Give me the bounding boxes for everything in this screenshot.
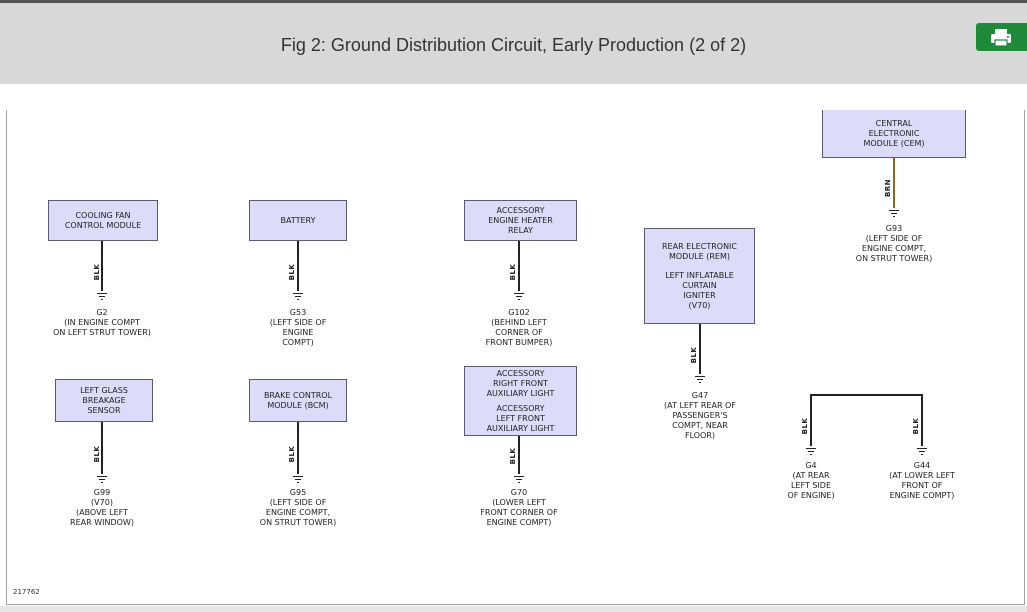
ground-label: G99(V70) (ABOVE LEFT REAR WINDOW) <box>37 488 167 528</box>
cooling-fan-module-box: COOLING FAN CONTROL MODULE <box>48 200 158 241</box>
ground-label: G2(IN ENGINE COMPT ON LEFT STRUT TOWER) <box>37 308 167 338</box>
wire-color-label: BLK <box>509 447 517 465</box>
ground-symbol-icon <box>292 293 304 301</box>
component-label: ACCESSORY RIGHT FRONT AUXILIARY LIGHT <box>486 368 555 398</box>
wire-color-label: BLK <box>509 263 517 281</box>
ground-location: (V70) (ABOVE LEFT REAR WINDOW) <box>70 498 134 527</box>
ground-label: G4(AT REAR LEFT SIDE OF ENGINE) <box>746 461 876 501</box>
ground-location: (IN ENGINE COMPT ON LEFT STRUT TOWER) <box>53 318 151 337</box>
ground-label: G44(AT LOWER LEFT FRONT OF ENGINE COMPT) <box>857 461 987 501</box>
component-label: REAR ELECTRONIC MODULE (REM) <box>661 241 737 261</box>
wire-color-label: BLK <box>93 445 101 463</box>
wire-color-label: BLK <box>801 417 809 435</box>
diagram-frame <box>6 110 1025 605</box>
cem-box: CENTRAL ELECTRONIC MODULE (CEM) <box>822 110 966 158</box>
ground-symbol-icon <box>513 476 525 484</box>
ground-label: G93(LEFT SIDE OF ENGINE COMPT, ON STRUT … <box>829 224 959 264</box>
splice-wire <box>810 394 923 396</box>
ground-id: G93 <box>885 224 903 233</box>
wire-color-label: BLK <box>288 445 296 463</box>
bottom-edge <box>0 606 1027 612</box>
wire-color-label: BRN <box>884 178 892 198</box>
component-label: ACCESSORY ENGINE HEATER RELAY <box>488 205 553 235</box>
ground-location: (LEFT SIDE OF ENGINE COMPT) <box>269 318 327 347</box>
header-bar: Fig 2: Ground Distribution Circuit, Earl… <box>0 0 1027 84</box>
component-sub-label: ACCESSORY LEFT FRONT AUXILIARY LIGHT <box>486 403 555 433</box>
ground-symbol-icon <box>888 210 900 218</box>
ground-id: G102 <box>508 308 530 317</box>
component-label: BRAKE CONTROL MODULE (BCM) <box>263 390 333 410</box>
battery-box: BATTERY <box>249 200 347 241</box>
component-label: BATTERY <box>280 215 316 225</box>
ground-id: G95 <box>289 488 307 497</box>
ground-label: G47(AT LEFT REAR OF PASSENGER'S COMPT, N… <box>635 391 765 441</box>
glass-breakage-sensor-box: LEFT GLASS BREAKAGE SENSOR <box>55 379 153 422</box>
ground-id: G99 <box>93 488 111 497</box>
wire-color-label: BLK <box>288 263 296 281</box>
wire <box>297 422 299 474</box>
wire <box>518 241 520 291</box>
wire <box>297 241 299 291</box>
wire <box>101 422 103 474</box>
wire <box>810 394 812 446</box>
ground-location: (BEHIND LEFT CORNER OF FRONT BUMPER) <box>485 318 553 347</box>
ground-symbol-icon <box>805 448 817 456</box>
ground-id: G44 <box>913 461 931 470</box>
wire <box>101 241 103 291</box>
component-label: CENTRAL ELECTRONIC MODULE (CEM) <box>863 118 925 148</box>
component-label: COOLING FAN CONTROL MODULE <box>64 210 142 230</box>
ground-id: G53 <box>289 308 307 317</box>
ground-label: G53(LEFT SIDE OF ENGINE COMPT) <box>233 308 363 348</box>
bcm-box: BRAKE CONTROL MODULE (BCM) <box>249 379 347 422</box>
component-sub-label: LEFT INFLATABLE CURTAIN IGNITER (V70) <box>665 270 734 310</box>
ground-symbol-icon <box>916 448 928 456</box>
ground-location: (LEFT SIDE OF ENGINE COMPT, ON STRUT TOW… <box>259 498 337 527</box>
wire <box>518 436 520 474</box>
wire <box>921 394 923 446</box>
ground-label: G102(BEHIND LEFT CORNER OF FRONT BUMPER) <box>454 308 584 348</box>
ground-id: G70 <box>510 488 528 497</box>
ground-id: G47 <box>691 391 709 400</box>
ground-symbol-icon <box>694 376 706 384</box>
ground-label: G70(LOWER LEFT FRONT CORNER OF ENGINE CO… <box>454 488 584 528</box>
wire <box>699 324 701 374</box>
wire <box>893 158 895 208</box>
ground-symbol-icon <box>96 476 108 484</box>
figure-number: 217762 <box>13 588 40 596</box>
printer-icon <box>991 29 1011 47</box>
ground-id: G2 <box>96 308 108 317</box>
ground-location: (AT LOWER LEFT FRONT OF ENGINE COMPT) <box>889 471 955 500</box>
ground-id: G4 <box>805 461 817 470</box>
print-button[interactable] <box>976 23 1027 51</box>
wire-color-label: BLK <box>93 263 101 281</box>
ground-location: (AT REAR LEFT SIDE OF ENGINE) <box>787 471 835 500</box>
rem-box: REAR ELECTRONIC MODULE (REM) LEFT INFLAT… <box>644 228 755 324</box>
ground-location: (AT LEFT REAR OF PASSENGER'S COMPT, NEAR… <box>664 401 736 440</box>
ground-location: (LEFT SIDE OF ENGINE COMPT, ON STRUT TOW… <box>855 234 933 263</box>
ground-symbol-icon <box>292 476 304 484</box>
ground-symbol-icon <box>96 293 108 301</box>
page-title: Fig 2: Ground Distribution Circuit, Earl… <box>280 35 747 55</box>
ground-location: (LOWER LEFT FRONT CORNER OF ENGINE COMPT… <box>480 498 558 527</box>
heater-relay-box: ACCESSORY ENGINE HEATER RELAY <box>464 200 577 241</box>
auxiliary-lights-box: ACCESSORY RIGHT FRONT AUXILIARY LIGHT AC… <box>464 366 577 436</box>
ground-label: G95(LEFT SIDE OF ENGINE COMPT, ON STRUT … <box>233 488 363 528</box>
component-label: LEFT GLASS BREAKAGE SENSOR <box>80 385 128 415</box>
wire-color-label: BLK <box>912 417 920 435</box>
ground-symbol-icon <box>513 293 525 301</box>
wire-color-label: BLK <box>690 346 698 364</box>
